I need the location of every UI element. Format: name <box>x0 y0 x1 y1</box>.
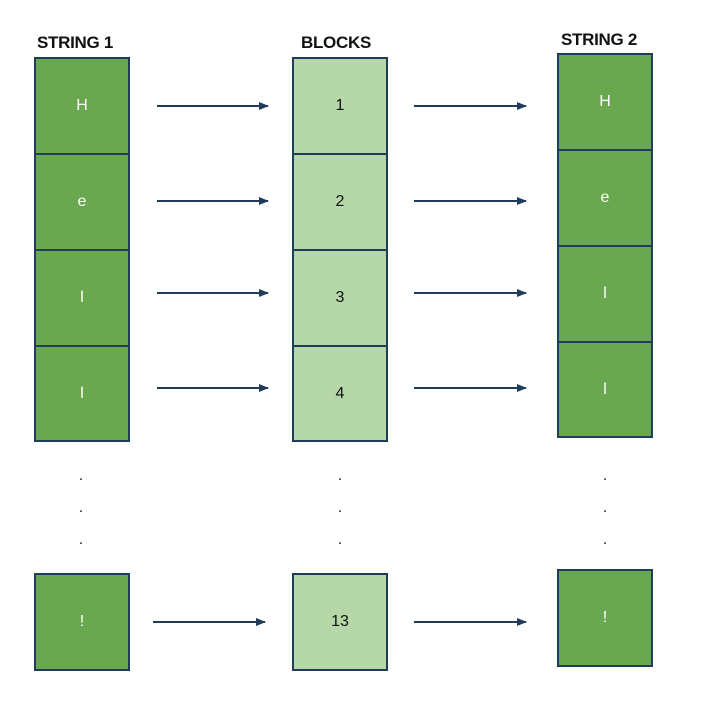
string1-cell-4: l <box>34 345 130 442</box>
block-4: 4 <box>292 345 388 442</box>
ellipsis-dot: . <box>337 531 343 548</box>
string2-cell-last: ! <box>557 569 653 667</box>
block-1: 1 <box>292 57 388 155</box>
string2-cell-1: H <box>557 53 653 151</box>
string1-cell-last: ! <box>34 573 130 671</box>
ellipsis-dot: . <box>78 499 84 516</box>
ellipsis-string1: . . . <box>76 460 86 556</box>
string2-cell-3: l <box>557 245 653 343</box>
heading-string-1: STRING 1 <box>37 33 114 52</box>
ellipsis-dot: . <box>78 531 84 548</box>
ellipsis-string2: . . . <box>600 460 610 556</box>
heading-blocks: BLOCKS <box>301 33 371 52</box>
string1-cell-1: H <box>34 57 130 155</box>
block-last: 13 <box>292 573 388 671</box>
ellipsis-dot: . <box>602 499 608 516</box>
string2-cell-2: e <box>557 149 653 247</box>
heading-string-2: STRING 2 <box>561 30 638 49</box>
block-2: 2 <box>292 153 388 251</box>
ellipsis-dot: . <box>602 467 608 484</box>
ellipsis-dot: . <box>337 499 343 516</box>
string2-cell-4: l <box>557 341 653 438</box>
ellipsis-dot: . <box>602 531 608 548</box>
ellipsis-dot: . <box>337 467 343 484</box>
block-3: 3 <box>292 249 388 347</box>
ellipsis-blocks: . . . <box>335 460 345 556</box>
ellipsis-dot: . <box>78 467 84 484</box>
